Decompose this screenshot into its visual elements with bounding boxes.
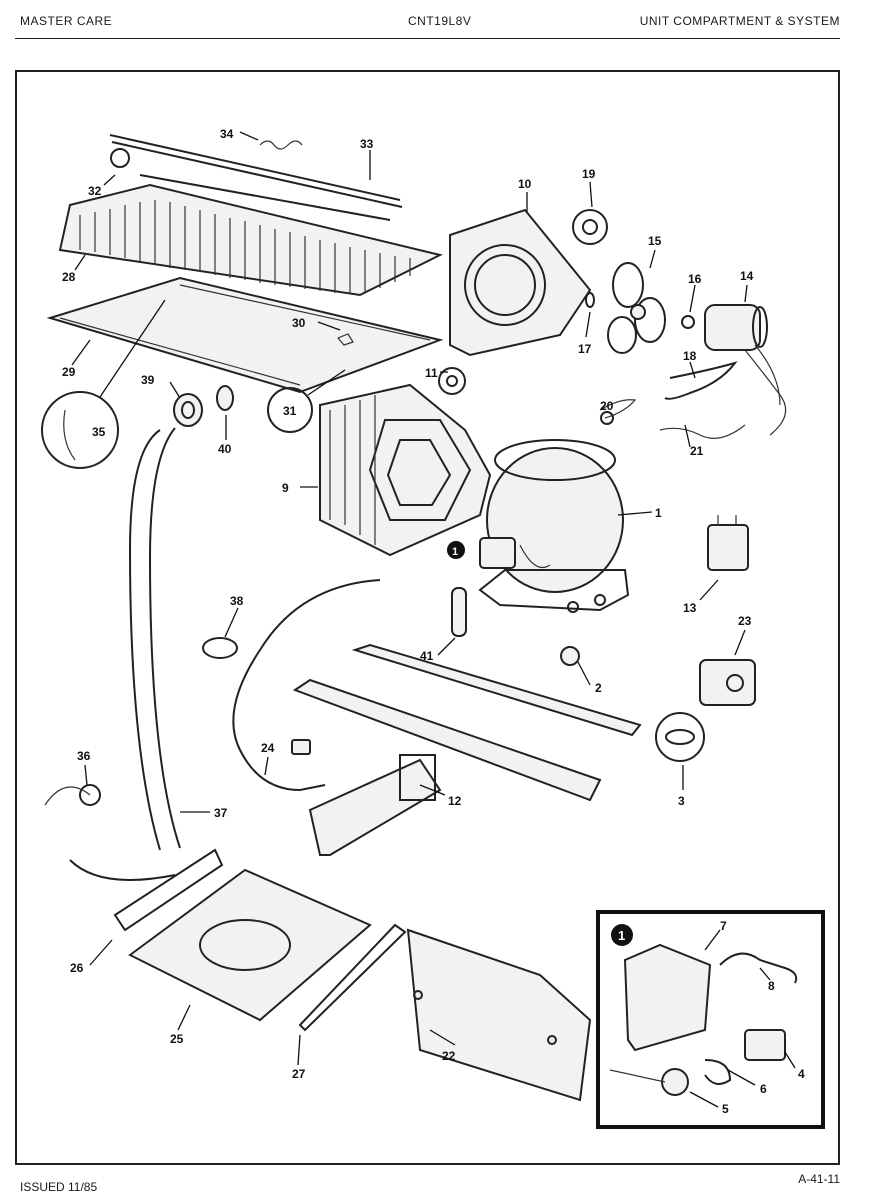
- callout-32: 32: [88, 184, 102, 198]
- callout-24: 24: [261, 741, 275, 755]
- refrigerant-tubing: [44, 427, 238, 881]
- capacitor: [707, 515, 749, 571]
- evaporator-coil: [319, 383, 492, 557]
- callout-2: 2: [595, 681, 602, 695]
- inset-marker-label: 1: [618, 928, 625, 943]
- compressor-grommet: [560, 646, 580, 666]
- callout-13: 13: [683, 601, 697, 615]
- callout-21: 21: [690, 444, 704, 458]
- callout-6: 6: [760, 1082, 767, 1096]
- callout-39: 39: [141, 373, 155, 387]
- drain-pan: [113, 848, 407, 1032]
- model-number: CNT19L8V: [408, 14, 472, 28]
- callout-36: 36: [77, 749, 91, 763]
- callout-31: 31: [283, 404, 297, 418]
- compressor-mounting-rails: [292, 643, 642, 856]
- issue-date: ISSUED 11/85: [20, 1180, 98, 1194]
- callout-1: 1: [655, 506, 662, 520]
- callout-9: 9: [282, 481, 289, 495]
- callout-8: 8: [768, 979, 775, 993]
- wiring-harness: [599, 361, 746, 439]
- callout-38: 38: [230, 594, 244, 608]
- callout-10: 10: [518, 177, 532, 191]
- callout-23: 23: [738, 614, 752, 628]
- callout-27: 27: [292, 1067, 306, 1081]
- callout-19: 19: [582, 167, 596, 181]
- leader-lines: [71, 131, 796, 1108]
- power-cord: [232, 579, 381, 792]
- inset-detail-box: [596, 910, 825, 1129]
- filter-drier: [451, 587, 467, 637]
- callout-15: 15: [648, 234, 662, 248]
- callout-7: 7: [720, 919, 727, 933]
- callout-34: 34: [220, 127, 234, 141]
- callout-33: 33: [360, 137, 374, 151]
- condenser-coil: [58, 134, 443, 297]
- callout-20: 20: [600, 399, 614, 413]
- callout-30: 30: [292, 316, 306, 330]
- callout-25: 25: [170, 1032, 184, 1046]
- callout-37: 37: [214, 806, 228, 820]
- condenser-fan-assembly: [585, 262, 787, 436]
- callout-3: 3: [678, 794, 685, 808]
- page-code: A-41-11: [798, 1172, 840, 1186]
- diagram-frame: [15, 70, 840, 1165]
- mounting-clip: [655, 712, 705, 762]
- brand-label: MASTER CARE: [20, 14, 113, 28]
- callout-12: 12: [448, 794, 462, 808]
- callout-29: 29: [62, 365, 76, 379]
- callout-41: 41: [420, 649, 434, 663]
- detail-circle-31: [267, 369, 346, 433]
- compressor: [478, 439, 630, 613]
- callout-5: 5: [722, 1102, 729, 1116]
- section-title: UNIT COMPARTMENT & SYSTEM: [639, 14, 840, 28]
- condenser-pan: [46, 276, 444, 394]
- callout-22: 22: [442, 1049, 456, 1063]
- tube-grommets: [173, 385, 234, 427]
- fan-shroud: [438, 208, 608, 395]
- callout-26: 26: [70, 961, 84, 975]
- callout-14: 14: [740, 269, 754, 283]
- callout-16: 16: [688, 272, 702, 286]
- page-header: MASTER CARE CNT19L8V UNIT COMPARTMENT & …: [0, 0, 880, 50]
- callout-4: 4: [798, 1067, 805, 1081]
- overload-relay: [699, 659, 756, 706]
- callout-17: 17: [578, 342, 592, 356]
- header-rule: [15, 38, 840, 39]
- callout-18: 18: [683, 349, 697, 363]
- callout-labels: 1 2 3 4 5 6 7 8 9 10 11 12 13 14 15 16 1…: [62, 127, 805, 1116]
- callout-28: 28: [62, 270, 76, 284]
- detail-circle-35: [41, 299, 166, 469]
- access-cover: [406, 928, 592, 1102]
- callout-35: 35: [92, 425, 106, 439]
- compressor-marker-label: 1: [452, 546, 458, 558]
- callout-40: 40: [218, 442, 232, 456]
- compressor-detail-marker: [447, 541, 465, 559]
- callout-11: 11: [425, 366, 438, 380]
